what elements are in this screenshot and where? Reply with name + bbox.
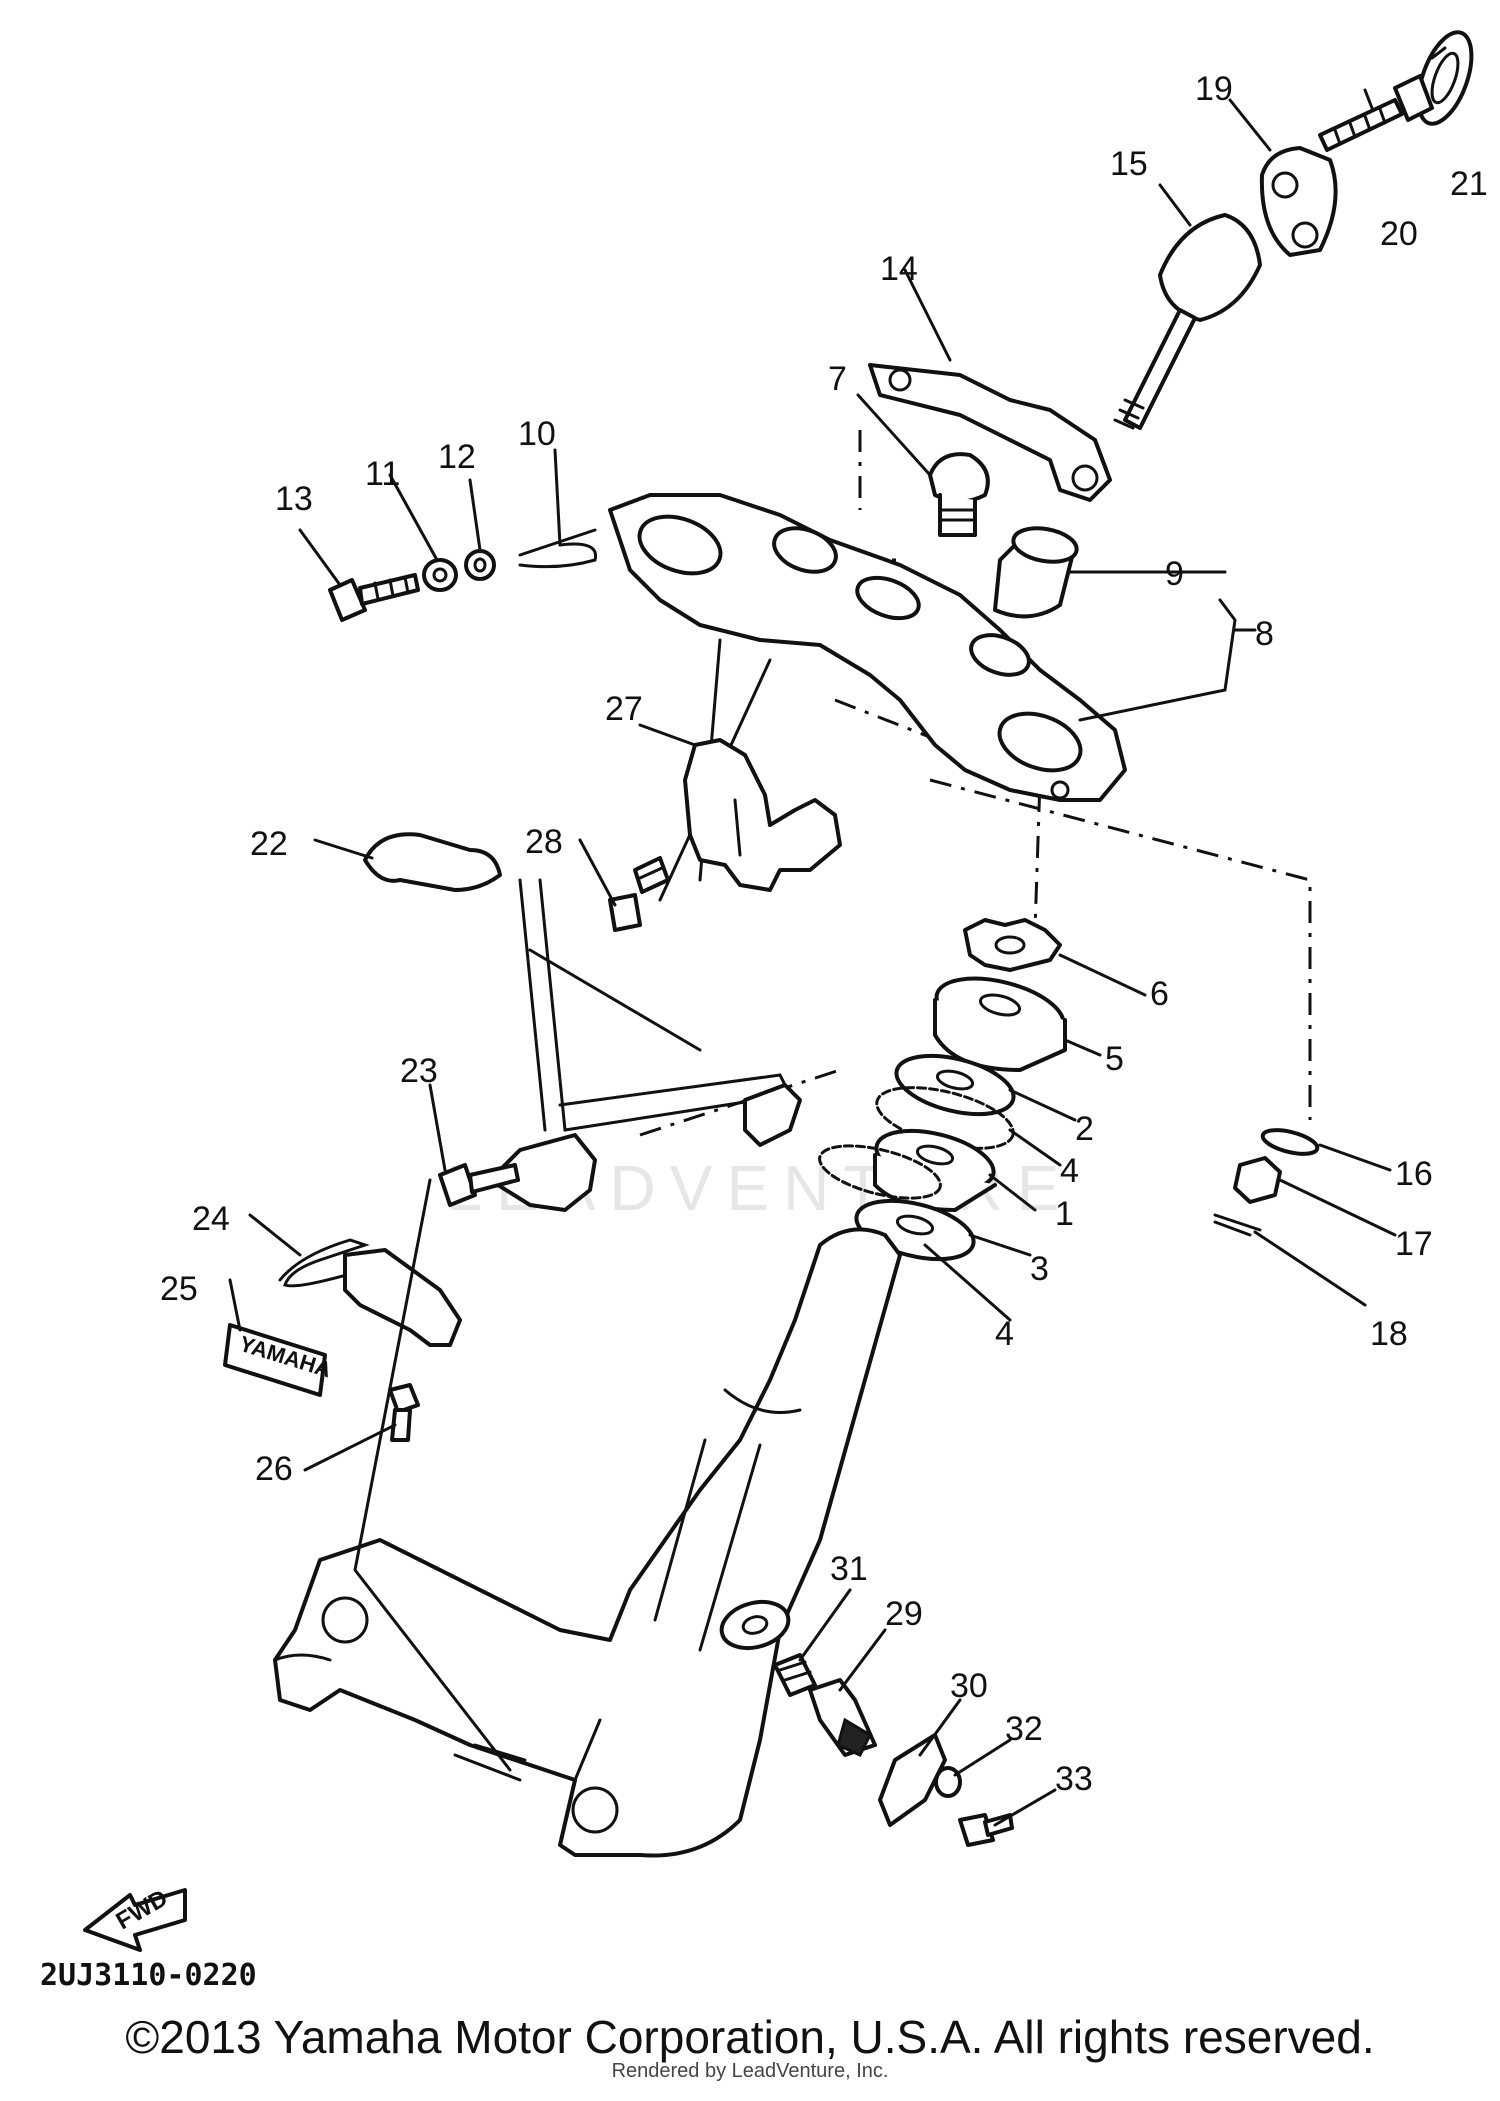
part-under-bracket [273, 1178, 902, 1858]
part-bolt-7 [928, 452, 990, 537]
part-bolt-28 [608, 856, 670, 932]
part-bearing-race-upper [894, 1053, 1016, 1117]
diagram-code: 2UJ3110-0220 [40, 1958, 257, 1993]
callout-30: 30 [950, 1667, 988, 1705]
part-handlebar-holder [683, 738, 842, 892]
part-upper-bracket [608, 493, 1127, 802]
callout-11: 11 [365, 455, 400, 493]
callout-20: 20 [1380, 215, 1418, 253]
part-bolt-13 [328, 573, 420, 622]
part-ring-nut [963, 918, 1062, 972]
part-cotter-pin [1213, 1213, 1262, 1237]
part-washer-11 [422, 558, 458, 592]
part-clip [278, 1238, 382, 1288]
callout-5: 5 [1105, 1040, 1124, 1078]
callout-26: 26 [255, 1450, 293, 1488]
callout-4-lower: 4 [995, 1315, 1014, 1353]
callout-33: 33 [1055, 1760, 1093, 1798]
callout-27: 27 [605, 690, 643, 728]
part-holder [1259, 146, 1338, 257]
part-bolt-23 [438, 1163, 520, 1207]
callout-8: 8 [1255, 615, 1274, 653]
copyright-notice: ©2013 Yamaha Motor Corporation, U.S.A. A… [125, 2011, 1375, 2063]
callout-6: 6 [1150, 975, 1169, 1013]
callout-19: 19 [1195, 70, 1233, 108]
callout-24: 24 [192, 1200, 230, 1238]
callout-14: 14 [880, 250, 918, 288]
callout-22: 22 [250, 825, 288, 863]
callout-18: 18 [1370, 1315, 1408, 1353]
part-lock-washer [518, 528, 598, 569]
callout-15: 15 [1110, 145, 1148, 183]
part-collar [993, 526, 1079, 619]
part-washer-32 [934, 1766, 962, 1798]
rendered-by-notice: Rendered by LeadVenture, Inc. [611, 2060, 889, 2082]
part-bearing-race-lower [873, 1128, 997, 1212]
callout-labels: 1 2 3 4 4 5 6 7 8 9 10 11 12 13 14 15 16… [160, 70, 1488, 1798]
callout-1: 1 [1055, 1195, 1074, 1233]
callout-13: 13 [275, 480, 313, 518]
callout-31: 31 [830, 1550, 868, 1588]
part-instrument-stay [363, 832, 802, 1212]
part-bolt-20 [1318, 74, 1434, 152]
callout-9: 9 [1165, 555, 1184, 593]
fwd-arrow: FWD [83, 1884, 187, 1952]
part-handlebar [1113, 213, 1262, 430]
callout-7: 7 [828, 360, 847, 398]
part-washer-12 [464, 549, 496, 581]
part-ball-bearings-lower [818, 1144, 942, 1200]
part-lock-mechanism [808, 1678, 877, 1757]
callout-2: 2 [1075, 1110, 1094, 1148]
callout-28: 28 [525, 823, 563, 861]
part-emblem: YAMAHA [223, 1323, 334, 1397]
part-bearing-cover [933, 976, 1067, 1072]
callout-21: 21 [1450, 165, 1488, 203]
leader-lines [228, 46, 1447, 1827]
part-bracket-plate [868, 363, 1112, 502]
part-cap [1416, 30, 1474, 126]
callout-16: 16 [1395, 1155, 1433, 1193]
callout-32: 32 [1005, 1710, 1043, 1748]
part-nut-17 [1233, 1156, 1282, 1204]
callout-12: 12 [438, 438, 476, 476]
part-washer-16 [1260, 1128, 1320, 1156]
callout-23: 23 [400, 1052, 438, 1090]
callout-10: 10 [518, 415, 556, 453]
callout-3: 3 [1030, 1250, 1049, 1288]
part-screw-33 [958, 1813, 1014, 1847]
callout-17: 17 [1395, 1225, 1433, 1263]
part-spring [773, 1653, 817, 1697]
callout-4-upper: 4 [1060, 1152, 1079, 1190]
callout-29: 29 [885, 1595, 923, 1633]
callout-25: 25 [160, 1270, 198, 1308]
part-screw-26 [388, 1383, 420, 1442]
